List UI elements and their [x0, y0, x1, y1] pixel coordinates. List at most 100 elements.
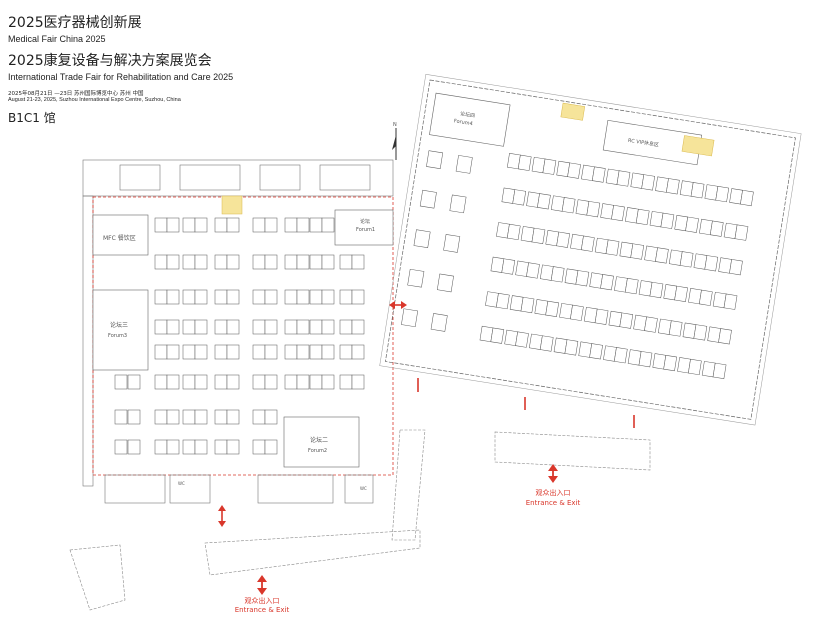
booth[interactable]: [166, 289, 180, 305]
booth[interactable]: [436, 273, 454, 293]
booth[interactable]: [641, 174, 655, 191]
booth[interactable]: [616, 170, 631, 187]
booth[interactable]: [226, 374, 240, 390]
booth[interactable]: [226, 217, 240, 233]
booth[interactable]: [296, 344, 310, 360]
booth[interactable]: [194, 217, 208, 233]
booth[interactable]: [226, 319, 240, 335]
booth[interactable]: [214, 409, 228, 425]
booth[interactable]: [296, 217, 310, 233]
booth[interactable]: [704, 255, 719, 272]
booth[interactable]: [570, 304, 584, 321]
booth[interactable]: [663, 354, 677, 372]
booth[interactable]: [666, 178, 680, 195]
booth[interactable]: [321, 217, 335, 233]
booth[interactable]: [426, 150, 444, 169]
booth[interactable]: [296, 254, 310, 270]
booth[interactable]: [309, 217, 323, 233]
booth[interactable]: [252, 289, 266, 305]
booth[interactable]: [449, 194, 467, 214]
booth[interactable]: [693, 324, 708, 341]
booth[interactable]: [611, 204, 625, 222]
booth[interactable]: [351, 344, 365, 360]
booth[interactable]: [154, 254, 168, 270]
booth[interactable]: [594, 308, 609, 325]
booth[interactable]: [407, 268, 425, 288]
booth[interactable]: [264, 374, 278, 390]
booth[interactable]: [127, 409, 141, 425]
booth[interactable]: [526, 262, 540, 279]
booth[interactable]: [166, 409, 180, 425]
booth[interactable]: [586, 201, 601, 218]
booth[interactable]: [309, 374, 323, 390]
booth[interactable]: [644, 316, 658, 333]
booth[interactable]: [284, 344, 298, 360]
booth[interactable]: [154, 374, 168, 390]
booth[interactable]: [490, 327, 505, 344]
booth[interactable]: [264, 217, 278, 233]
booth[interactable]: [339, 344, 353, 360]
booth[interactable]: [718, 328, 732, 345]
booth[interactable]: [309, 344, 323, 360]
booth[interactable]: [649, 281, 664, 299]
booth[interactable]: [531, 227, 546, 244]
booth[interactable]: [114, 409, 128, 425]
booth[interactable]: [699, 289, 713, 306]
booth[interactable]: [226, 344, 240, 360]
booth[interactable]: [685, 216, 699, 233]
booth[interactable]: [556, 231, 570, 248]
booth[interactable]: [182, 409, 196, 425]
booth[interactable]: [495, 293, 510, 310]
booth[interactable]: [166, 217, 180, 233]
booth[interactable]: [182, 254, 196, 270]
booth[interactable]: [512, 189, 527, 206]
booth[interactable]: [252, 374, 266, 390]
booth[interactable]: [413, 229, 431, 248]
booth[interactable]: [309, 319, 323, 335]
booth[interactable]: [668, 320, 683, 337]
booth[interactable]: [561, 197, 576, 214]
booth[interactable]: [506, 223, 521, 241]
booth[interactable]: [517, 154, 532, 171]
booth[interactable]: [194, 409, 208, 425]
booth[interactable]: [284, 217, 298, 233]
booth[interactable]: [321, 289, 335, 305]
booth[interactable]: [296, 289, 310, 305]
booth[interactable]: [339, 374, 353, 390]
booth[interactable]: [624, 278, 639, 295]
booth[interactable]: [194, 254, 208, 270]
booth[interactable]: [581, 235, 595, 252]
booth[interactable]: [539, 335, 554, 352]
booth[interactable]: [264, 409, 278, 425]
booth[interactable]: [194, 439, 208, 455]
booth[interactable]: [166, 374, 180, 390]
booth[interactable]: [264, 439, 278, 455]
booth[interactable]: [339, 319, 353, 335]
booth[interactable]: [501, 258, 516, 275]
booth[interactable]: [166, 344, 180, 360]
booth[interactable]: [154, 289, 168, 305]
booth[interactable]: [619, 312, 634, 329]
booth[interactable]: [154, 409, 168, 425]
booth[interactable]: [252, 254, 266, 270]
booth[interactable]: [226, 439, 240, 455]
booth[interactable]: [296, 319, 310, 335]
booth[interactable]: [166, 254, 180, 270]
booth[interactable]: [194, 289, 208, 305]
booth[interactable]: [182, 344, 196, 360]
booth[interactable]: [339, 289, 353, 305]
booth[interactable]: [284, 374, 298, 390]
booth[interactable]: [690, 182, 705, 199]
booth[interactable]: [226, 254, 240, 270]
booth[interactable]: [564, 339, 579, 356]
booth[interactable]: [455, 155, 473, 174]
booth[interactable]: [709, 220, 724, 237]
booth[interactable]: [545, 300, 560, 317]
booth[interactable]: [430, 313, 448, 332]
booth[interactable]: [214, 217, 228, 233]
booth[interactable]: [182, 374, 196, 390]
booth[interactable]: [252, 409, 266, 425]
booth[interactable]: [214, 289, 228, 305]
booth[interactable]: [723, 293, 738, 310]
booth[interactable]: [542, 158, 557, 175]
